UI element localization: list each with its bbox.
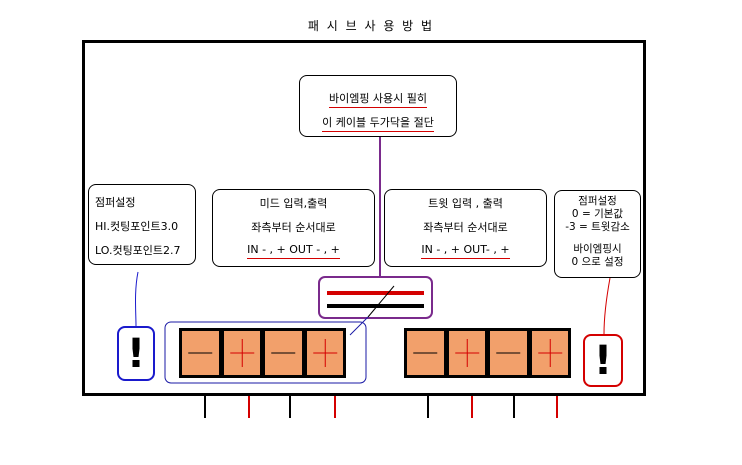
tweeter-io-line3: IN - , + OUT- , +	[421, 243, 510, 259]
bi-amp-note-line2: 이 케이블 두가닥을 절단	[322, 116, 434, 132]
crossover-enclosure	[82, 40, 646, 396]
tweeter-terminal-out-negative[interactable]	[490, 331, 527, 375]
tweeter-jumper-line1: 점퍼설정	[578, 195, 617, 207]
tweeter-jumper-line4: 바이엠핑시	[573, 243, 622, 255]
right-jumper-leader	[603, 277, 611, 335]
page-title: 패 시 브 사 용 방 법	[307, 19, 435, 33]
tweeter-jumper-line3: -3 = 트윗감소	[565, 221, 630, 233]
mid-io-note: 미드 입력,출력 좌측부터 순서대로 IN - , + OUT - , +	[212, 189, 375, 267]
bi-amp-note-line1: 바이엠핑 사용시 필히	[328, 92, 428, 108]
tweeter-terminal-in-negative[interactable]	[407, 331, 444, 375]
mid-io-line3: IN - , + OUT - , +	[247, 243, 340, 259]
left-jumper-leader	[135, 271, 139, 327]
plus-icon	[312, 339, 337, 367]
tweeter-io-note: 트윗 입력 , 출력 좌측부터 순서대로 IN - , + OUT- , +	[384, 189, 547, 267]
tweeter-jumper-block: !	[583, 334, 623, 387]
plus-icon	[537, 339, 562, 367]
minus-icon	[413, 352, 438, 354]
tweeter-terminal-in-positive[interactable]	[448, 331, 485, 375]
tweeter-jumper-line5: 0 으로 설정	[571, 256, 624, 268]
woofer-jumper-line3: LO.컷팅포인트2.7	[95, 244, 181, 257]
minus-icon	[188, 352, 213, 354]
woofer-jumper-line2: HI.컷팅포인트3.0	[95, 220, 179, 233]
mid-io-line2: 좌측부터 순서대로	[251, 221, 336, 234]
bi-amp-cut-note: 바이엠핑 사용시 필히 이 케이블 두가닥을 절단	[299, 75, 457, 137]
warning-icon: !	[593, 337, 613, 384]
plus-icon	[454, 339, 479, 367]
mid-terminal-block	[179, 328, 346, 378]
tweeter-jumper-line2: 0 = 기본값	[571, 208, 624, 220]
tweeter-terminal-block	[404, 328, 571, 378]
tweeter-io-line2: 좌측부터 순서대로	[423, 221, 508, 234]
minus-icon	[496, 352, 521, 354]
minus-icon	[271, 352, 296, 354]
woofer-jumper-line1: 점퍼설정	[95, 196, 136, 209]
cable-box	[318, 276, 433, 319]
mid-terminal-in-negative[interactable]	[182, 331, 219, 375]
mid-terminal-group-outline	[164, 321, 367, 384]
tweeter-io-line1: 트윗 입력 , 출력	[428, 197, 503, 210]
mid-io-line1: 미드 입력,출력	[259, 197, 328, 210]
plus-icon	[229, 339, 254, 367]
woofer-jumper-note: 점퍼설정 HI.컷팅포인트3.0 LO.컷팅포인트2.7	[88, 184, 196, 265]
cable-to-mid-line	[349, 316, 369, 336]
tweeter-jumper-note: 점퍼설정 0 = 기본값 -3 = 트윗감소 바이엠핑시 0 으로 설정	[554, 190, 641, 278]
cut-mark-line	[367, 285, 395, 318]
woofer-jumper-block: !	[117, 326, 155, 381]
mid-terminal-out-negative[interactable]	[265, 331, 302, 375]
mid-terminal-in-positive[interactable]	[223, 331, 260, 375]
tweeter-terminal-out-positive[interactable]	[531, 331, 568, 375]
mid-terminal-out-positive[interactable]	[306, 331, 343, 375]
warning-icon: !	[126, 330, 146, 377]
